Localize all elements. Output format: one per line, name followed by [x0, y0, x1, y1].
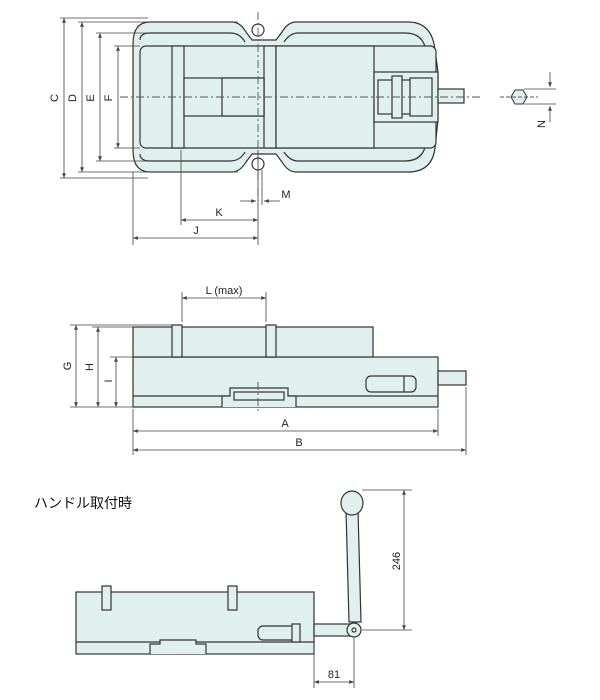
label-J: J: [193, 225, 199, 237]
label-E: E: [85, 94, 97, 101]
label-M: M: [281, 189, 290, 201]
side-moving-jaw: [265, 324, 277, 358]
label-I: I: [103, 379, 115, 382]
handle-arm: [345, 509, 362, 623]
label-C: C: [49, 94, 61, 102]
label-D: D: [67, 94, 79, 102]
dim-81: 81: [328, 669, 340, 681]
hex-end-detail: [500, 89, 538, 105]
side-fixed-jaw: [171, 324, 183, 358]
side-upper-body: [132, 326, 374, 358]
side-view: [132, 324, 467, 408]
label-L: L (max): [206, 285, 243, 297]
handle-view-dimensions: [313, 489, 412, 688]
label-G: G: [62, 362, 74, 371]
handle-view: [75, 490, 364, 655]
top-screw-shaft: [437, 88, 465, 104]
side-screw-shaft: [437, 370, 467, 386]
dim-246: 246: [391, 552, 403, 570]
label-F: F: [103, 94, 115, 101]
handle-knob: [340, 490, 364, 516]
label-H: H: [84, 363, 96, 371]
label-N: N: [536, 120, 548, 128]
side-view-dimensions: [70, 292, 467, 455]
label-A: A: [281, 418, 289, 430]
label-K: K: [215, 207, 223, 219]
handle-view-caption: ハンドル取付時: [34, 496, 132, 512]
side-screw-slot: [365, 375, 417, 393]
top-view-dimensions: [60, 17, 556, 245]
label-B: B: [295, 437, 302, 449]
